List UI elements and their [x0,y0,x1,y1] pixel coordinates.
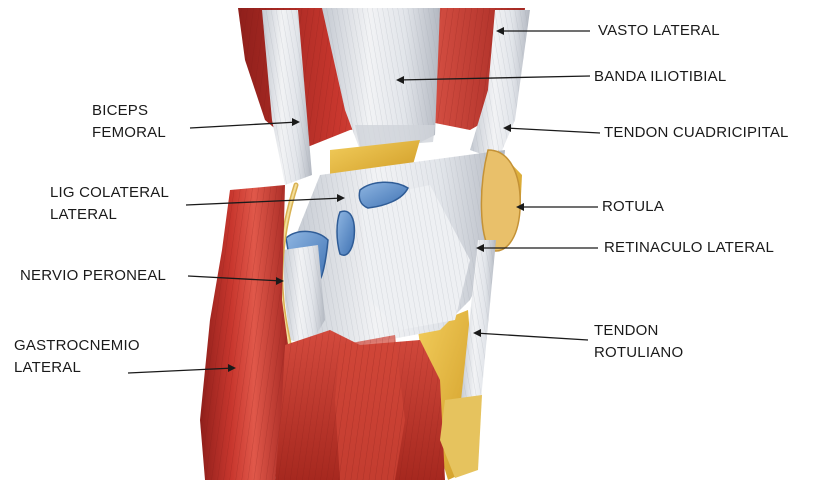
label-rotula: ROTULA [602,196,664,218]
leader-tendon-rotuliano [475,333,588,340]
calf-muscles [275,330,445,480]
label-gastrocnemio-lateral: GASTROCNEMIO LATERAL [14,335,140,379]
label-vasto-lateral: VASTO LATERAL [598,20,720,42]
patella [481,150,520,251]
label-biceps-femoral: BICEPS FEMORAL [92,100,166,144]
label-lig-colateral-lateral: LIG COLATERAL LATERAL [50,182,169,226]
gastrocnemius-lateral-muscle [200,185,290,480]
label-banda-iliotibial: BANDA ILIOTIBIAL [594,66,726,88]
leader-tendon-cuadricipital [505,128,600,133]
label-nervio-peroneal: NERVIO PERONEAL [20,265,166,287]
label-retinaculo-lateral: RETINACULO LATERAL [604,237,774,259]
label-tendon-rotuliano: TENDON ROTULIANO [594,320,683,364]
fibular-tendon [283,245,325,345]
label-tendon-cuadricipital: TENDON CUADRICIPITAL [604,122,789,144]
